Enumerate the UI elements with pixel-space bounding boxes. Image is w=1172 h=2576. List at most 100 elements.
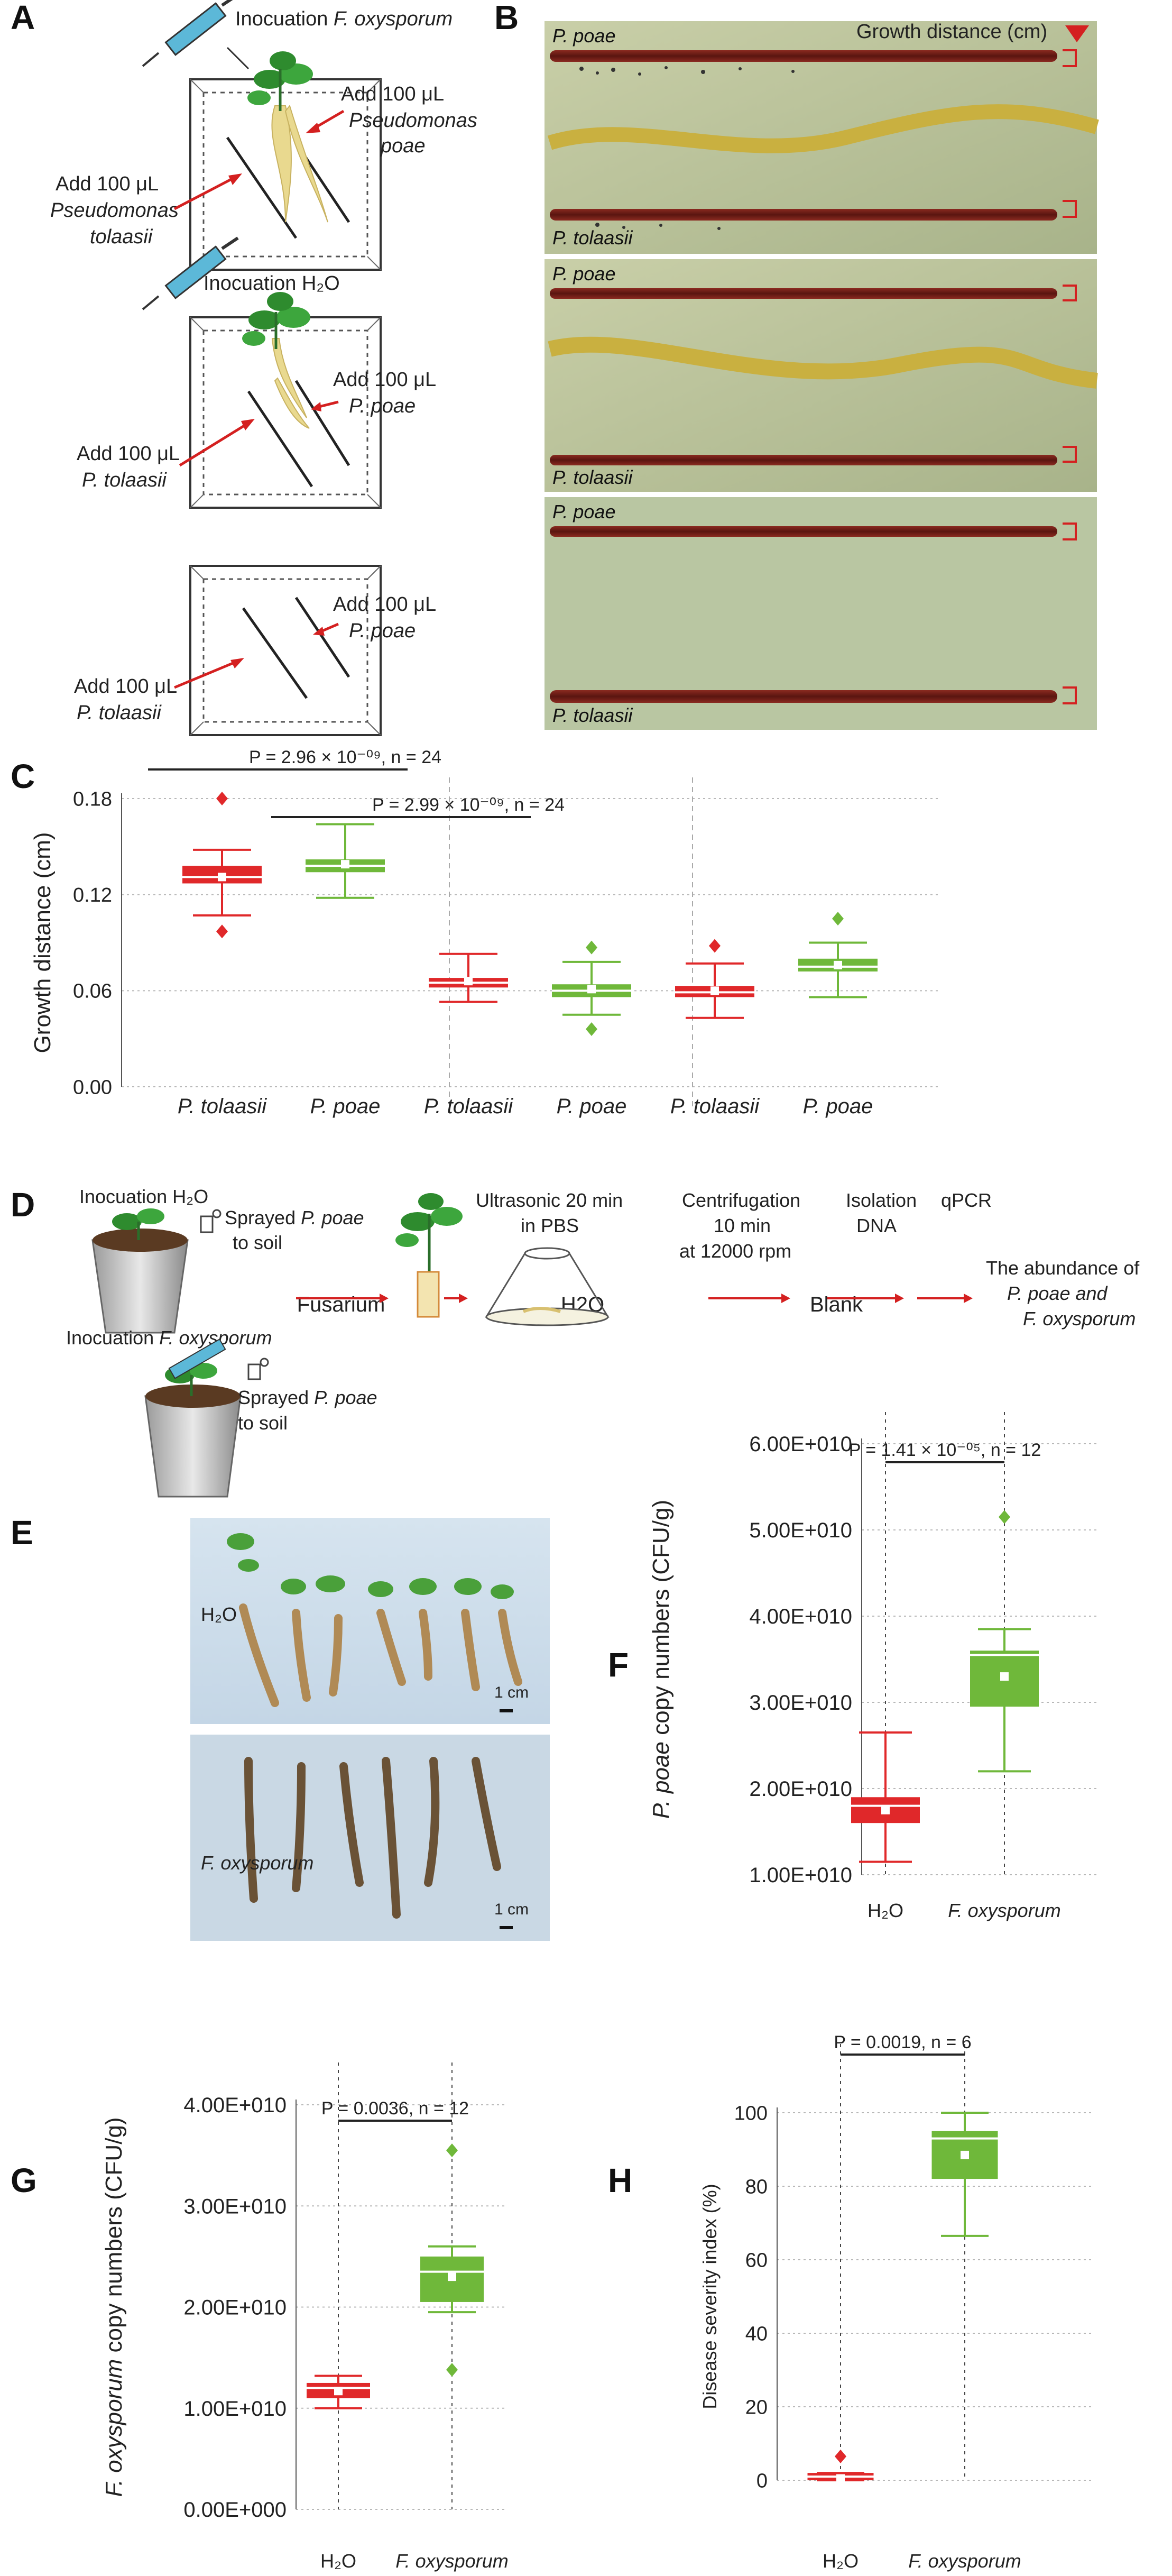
b3-bottom-label: P. tolaasii [552, 704, 633, 726]
plate-diagram-fusarium: Inocuation F. oxysporum Add 100 μL Pseud… [50, 0, 477, 271]
mean-marker [961, 2150, 969, 2159]
b1-top-label: P. poae [552, 25, 615, 47]
panel-label-h: H [608, 2161, 632, 2199]
y-tick-label: 1.00E+010 [749, 1864, 852, 1887]
chart-g: 0.00E+0001.00E+0102.00E+0103.00E+0104.00… [101, 2062, 509, 2572]
pot-icon-h2o [91, 1208, 189, 1334]
y-tick-label: 3.00E+010 [183, 2195, 287, 2218]
x-tick-label: P. tolaasii [178, 1095, 267, 1118]
outlier-point [216, 792, 228, 805]
d-iso-1: Isolation [846, 1189, 917, 1211]
y-tick-label: 0 [756, 2470, 768, 2492]
svg-text:Sprayed P. poae: Sprayed P. poae [238, 1387, 377, 1408]
d-cent-2: 10 min [714, 1215, 771, 1236]
pot-icon-fusarium [144, 1338, 242, 1498]
y-tick-label: 80 [745, 2176, 768, 2198]
y-tick-label: 0.18 [73, 788, 112, 810]
panel-label-c: C [11, 757, 35, 795]
b3-top-label: P. poae [552, 501, 615, 522]
y-axis-label: Growth distance (cm) [30, 832, 56, 1053]
x-tick-label: F. oxysporum [908, 2550, 1021, 2572]
root-shape [271, 105, 292, 223]
spray-icon [200, 1209, 222, 1233]
outlier-point [586, 940, 597, 955]
panel-label-b: B [494, 0, 519, 36]
p-value-label: P = 0.0019, n = 6 [834, 2032, 971, 2052]
y-axis-label-species: F. oxysporum [101, 2359, 127, 2497]
y-tick-label: 4.00E+010 [183, 2094, 287, 2117]
x-tick-label: H₂O [823, 2550, 859, 2572]
y-axis-label: P. poae copy numbers (CFU/g) [648, 1500, 674, 1819]
d-abund-1: The abundance of [986, 1257, 1140, 1279]
d-sprayed-1: Sprayed [225, 1207, 296, 1229]
plate-diagram-blank: Add 100 μL P. poae Add 100 μL P. tolaasi… [74, 565, 436, 736]
d-sprayed-2: Sprayed [238, 1387, 309, 1408]
y-tick-label: 60 [745, 2249, 768, 2271]
d-ultra-2: in PBS [521, 1215, 579, 1236]
y-tick-label: 100 [734, 2102, 768, 2124]
y-tick-label: 40 [745, 2323, 768, 2345]
y-axis-label-rest: copy numbers (CFU/g) [648, 1500, 674, 1741]
a1-right-sp1: Pseudomonas [349, 109, 477, 132]
c-group-label-2: Blank [810, 1293, 863, 1316]
y-tick-label: 5.00E+010 [749, 1519, 852, 1542]
outlier-point [832, 912, 844, 926]
marker-triangle-icon [1065, 25, 1089, 42]
mean-marker [464, 977, 473, 986]
d-sprayed-sp-1: P. poae [301, 1207, 364, 1229]
outlier-point [446, 2143, 458, 2158]
svg-text:Sprayed P. poae: Sprayed P. poae [225, 1207, 364, 1229]
e-scale-top: 1 cm [494, 1684, 529, 1701]
y-tick-label: 0.06 [73, 980, 112, 1003]
panel-d: D Inocuation H₂O Sprayed P. poae to soil… [11, 1186, 1140, 1498]
a3-right-sp: P. poae [349, 620, 416, 642]
mean-marker [587, 985, 596, 994]
d-inoc-fo-prefix: Inocuation [66, 1327, 159, 1349]
a1-left-sp2: tolaasii [90, 226, 153, 248]
y-tick-label: 2.00E+010 [749, 1777, 852, 1801]
svg-text:Inocuation F. oxysporum: Inocuation F. oxysporum [235, 8, 453, 30]
a3-right-add: Add 100 μL [333, 593, 436, 616]
outlier-point [999, 1510, 1010, 1524]
panel-label-g: G [11, 2161, 37, 2199]
d-inoc-h2o: Inocuation H₂O [79, 1186, 208, 1207]
a1-right-add: Add 100 μL [341, 83, 444, 105]
p-value-label: P = 1.41 × 10⁻⁰⁵, n = 12 [849, 1440, 1041, 1460]
y-tick-label: 0.00E+000 [183, 2498, 287, 2522]
photo-e-h2o: H₂O 1 cm [190, 1518, 550, 1724]
outlier-point [709, 939, 721, 953]
p-value-label: P = 0.0036, n = 12 [321, 2098, 469, 2119]
outlier-point [216, 924, 228, 939]
b2-top-label: P. poae [552, 263, 615, 285]
photo-b-fusarium: P. poae P. tolaasii Growth distance (cm) [545, 21, 1099, 254]
outlier-point [446, 2363, 458, 2377]
panel-label-d: D [11, 1186, 35, 1224]
panel-b: B P. poae P. tolaasii Growth distance (c… [494, 0, 1099, 730]
a1-title-species: F. oxysporum [334, 8, 453, 30]
spray-icon [247, 1358, 269, 1380]
x-tick-label: P. poae [803, 1095, 873, 1118]
x-tick-label: P. tolaasii [424, 1095, 513, 1118]
x-tick-label: P. tolaasii [670, 1095, 760, 1118]
y-tick-label: 3.00E+010 [749, 1691, 852, 1715]
y-tick-label: 0.00 [73, 1076, 112, 1098]
photo-b-h2o: P. poae P. tolaasii [545, 259, 1098, 492]
y-tick-label: 0.12 [73, 884, 112, 906]
a2-title: Inocuation H₂O [204, 272, 340, 295]
a1-title-prefix: Inocuation [235, 8, 334, 30]
x-tick-label: H₂O [320, 2550, 356, 2572]
b2-bottom-label: P. tolaasii [552, 466, 633, 488]
x-tick-label: H₂O [868, 1900, 903, 1921]
x-tick-label: P. poae [310, 1095, 381, 1118]
d-sprayed-sp-2: P. poae [314, 1387, 377, 1408]
photo-e-fusarium: F. oxysporum 1 cm [190, 1735, 550, 1941]
syringe-icon [142, 0, 250, 70]
y-tick-label: 20 [745, 2396, 768, 2418]
y-tick-label: 2.00E+010 [183, 2296, 287, 2320]
chart-f: 1.00E+0102.00E+0103.00E+0104.00E+0105.00… [648, 1412, 1100, 1921]
x-tick-label: F. oxysporum [395, 2550, 508, 2572]
y-axis-label-rest: copy numbers (CFU/g) [101, 2117, 127, 2359]
